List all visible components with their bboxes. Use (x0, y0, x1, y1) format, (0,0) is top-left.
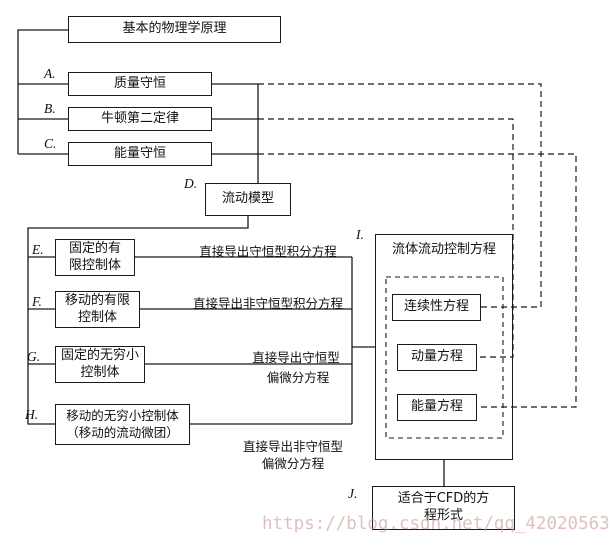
tag-j: J. (348, 486, 358, 501)
tag-b: B. (44, 101, 56, 116)
node-fixed-finite-control-volume: 固定的有 限控制体 (55, 239, 135, 276)
node-flow-model: 流动模型 (205, 183, 291, 216)
tag-a: A. (44, 66, 56, 81)
node-fixed-infinitesimal-control-volume: 固定的无穷小 控制体 (55, 346, 145, 383)
node-continuity-equation: 连续性方程 (392, 294, 481, 321)
edge-label-conservative-integral: 直接导出守恒型积分方程 (199, 244, 337, 259)
tag-g: G. (27, 349, 41, 364)
edge-label-nonconservative-integral: 直接导出非守恒型积分方程 (192, 296, 344, 311)
tag-i: I. (356, 227, 364, 242)
node-moving-infinitesimal-control-volume: 移动的无穷小控制体 （移动的流动微团） (55, 404, 190, 445)
tag-d: D. (184, 176, 198, 191)
edge-label-nonconservative-pde-line2: 偏微分方程 (261, 456, 325, 471)
tag-f: F. (32, 294, 42, 309)
tag-c: C. (44, 136, 57, 151)
node-cfd-equation-forms: 适合于CFD的方 程形式 (372, 486, 515, 530)
node-moving-finite-control-volume: 移动的有限 控制体 (55, 291, 140, 328)
tag-e: E. (32, 242, 44, 257)
node-basic-physical-principles: 基本的物理学原理 (68, 16, 281, 43)
node-energy-equation: 能量方程 (397, 394, 477, 421)
node-newton-second-law: 牛顿第二定律 (68, 107, 212, 131)
tag-h: H. (25, 407, 39, 422)
edge-label-conservative-pde-line1: 直接导出守恒型 (252, 350, 340, 365)
node-energy-conservation: 能量守恒 (68, 142, 212, 166)
node-mass-conservation: 质量守恒 (68, 72, 212, 96)
edge-label-conservative-pde-line2: 偏微分方程 (266, 370, 330, 385)
node-momentum-equation: 动量方程 (397, 344, 477, 371)
